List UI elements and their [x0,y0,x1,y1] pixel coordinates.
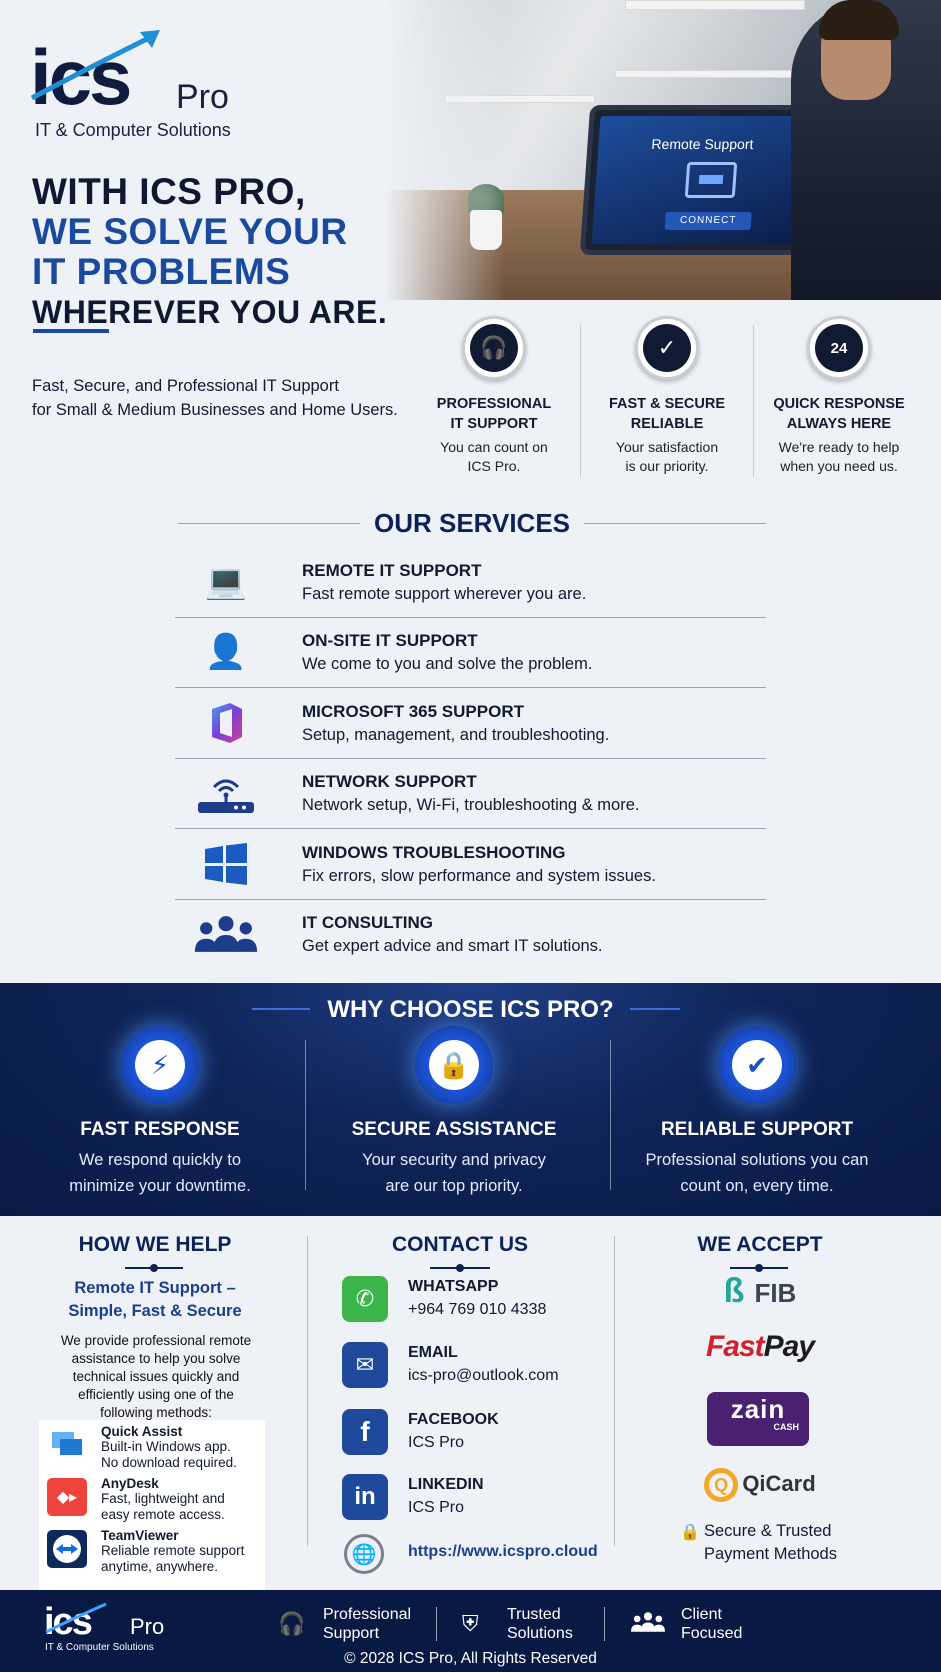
teamviewer-icon [47,1530,87,1568]
router-wifi-icon [193,769,259,817]
tagline-line: for Small & Medium Businesses and Home U… [32,401,398,419]
logo-pro-text: Pro [176,78,229,116]
quick-assist-icon [47,1426,87,1464]
award-badge-icon: ✔ [732,1040,782,1090]
headline-line: IT PROBLEMS [32,251,291,292]
group-people-icon [193,910,259,958]
footer-ics-logo-icon: ics [44,1601,107,1640]
linkedin-icon: in [342,1474,388,1520]
headline-line: WITH ICS PRO, [32,171,306,212]
support-agent [791,0,941,300]
tagline-line: Fast, Secure, and Professional IT Suppor… [32,377,339,395]
headline-line: WHEREVER YOU ARE. [32,294,388,330]
why-reliable-support: ✔ RELIABLE SUPPORT Professional solution… [607,1026,907,1199]
email-icon: ✉ [342,1342,388,1388]
fib-mark-icon: ß [723,1272,745,1310]
connect-button: CONNECT [664,212,752,230]
headset-icon: 🎧 [278,1611,306,1636]
logo-tagline: IT & Computer Solutions [35,120,231,140]
globe-icon: 🌐 [344,1534,384,1574]
laptop-screen: Remote Support CONNECT [579,105,821,255]
headline-rule [33,329,109,333]
why-secure-assistance: 🔒 SECURE ASSISTANCE Your security and pr… [304,1026,604,1199]
microsoft-365-icon [193,699,259,747]
footer-tagline: IT & Computer Solutions [45,1642,154,1653]
shield-check-icon: ⛨ [462,1611,479,1636]
headline-line: WE SOLVE YOUR [32,211,348,252]
services-title: OUR SERVICES [178,508,766,539]
group-people-icon [630,1611,666,1639]
lightning-bolt-icon: ⚡ [135,1040,185,1090]
fastpay-logo: FastPay [705,1330,815,1363]
contact-whatsapp[interactable]: ✆ WHATSAPP+964 769 010 4338 [342,1276,592,1326]
contact-title: CONTACT US [391,1233,529,1256]
headset-icon: 🎧 [470,324,518,372]
shield-check-icon: ✓ [643,324,691,372]
website-link[interactable]: https://www.icspro.cloud [408,1543,598,1560]
qicard-mark-icon: Q [704,1468,739,1502]
technician-wrench-icon: 👤 [204,633,248,671]
footer-pro-text: Pro [130,1614,165,1639]
headline: WITH ICS PRO, WE SOLVE YOUR IT PROBLEMS … [32,172,387,332]
facebook-icon: f [342,1409,388,1455]
windows-logo-icon [193,840,259,888]
hero-tagline: Fast, Secure, and Professional IT Suppor… [32,374,398,422]
copyright: © 2028 ICS Pro, All Rights Reserved [344,1650,597,1667]
padlock-shield-icon: 🔒 [429,1040,479,1090]
monitor-icon [684,162,738,198]
anydesk-icon: ◆▸ [47,1478,87,1516]
lock-icon: 🔒 [680,1524,700,1541]
footer [0,1590,941,1672]
how-title: HOW WE HELP [78,1233,232,1256]
whatsapp-icon: ✆ [342,1276,388,1322]
screen-title: Remote Support [650,136,755,152]
remote-methods-list: Quick Assist Built-in Windows app.No dow… [39,1420,265,1590]
clock-24-icon: 24 [815,324,863,372]
ics-logo-icon: ics [30,30,160,113]
how-subtitle: Remote IT Support –Simple, Fast & Secure [68,1279,242,1320]
laptop-headset-icon: 💻 [204,563,248,601]
accept-title: WE ACCEPT [697,1233,823,1256]
why-title: WHY CHOOSE ICS PRO? [327,996,614,1023]
